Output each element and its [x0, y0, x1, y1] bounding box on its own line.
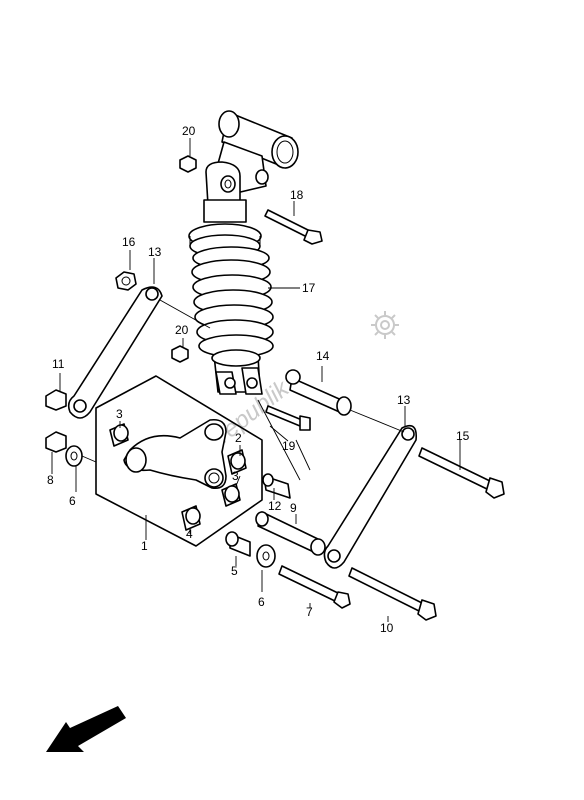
cushion-lever — [123, 418, 227, 490]
bearing-3-left — [109, 423, 129, 447]
callout-19: 19 — [282, 439, 296, 453]
callout-9: 9 — [290, 501, 297, 515]
callout-6: 6 — [69, 494, 76, 508]
bolt-upper — [264, 209, 323, 245]
callout-8: 8 — [47, 473, 54, 487]
tie-rod-left — [67, 286, 163, 419]
lever-assembly-box — [95, 375, 263, 547]
tie-rod-right — [323, 424, 418, 569]
callout-1: 1 — [141, 539, 148, 553]
callout-15: 15 — [456, 429, 470, 443]
callout-10: 10 — [380, 621, 394, 635]
washer-left — [65, 445, 83, 467]
spacer-9 — [255, 511, 326, 556]
callout-13: 13 — [148, 245, 162, 259]
callout-6: 6 — [258, 595, 265, 609]
leader-lines — [51, 138, 461, 622]
callout-17: 17 — [302, 281, 316, 295]
callout-2: 2 — [235, 431, 242, 445]
nut-16 — [115, 271, 137, 291]
callout-3: 3 — [232, 469, 239, 483]
spacer-12 — [262, 473, 291, 499]
callout-16: 16 — [122, 235, 136, 249]
bolt-7 — [278, 565, 351, 609]
callout-labels: 1 2 3 3 4 5 6 6 7 8 9 10 11 12 13 13 14 … — [47, 124, 470, 635]
bolt-10 — [348, 567, 437, 621]
arrow-down-left-icon — [46, 706, 126, 752]
spacer-14 — [285, 369, 352, 416]
callout-5: 5 — [231, 564, 238, 578]
callout-11: 11 — [52, 357, 65, 371]
shock-absorber — [188, 110, 299, 395]
nut-11 — [45, 389, 67, 411]
callout-20: 20 — [182, 124, 196, 138]
bearing-3-right — [227, 449, 247, 475]
gear-icon — [371, 311, 399, 339]
bearing-4 — [181, 505, 201, 531]
bolt-15 — [418, 447, 505, 499]
spacer-5 — [225, 531, 251, 557]
bearing-3-lower — [221, 483, 241, 507]
bolt-19 — [265, 405, 311, 431]
callout-14: 14 — [316, 349, 330, 363]
callout-20: 20 — [175, 323, 189, 337]
callout-3: 3 — [116, 407, 123, 421]
nut-8 — [45, 431, 67, 453]
callout-7: 7 — [306, 605, 313, 619]
nut-middle — [171, 345, 189, 363]
washer-right — [256, 544, 276, 568]
callout-18: 18 — [290, 188, 304, 202]
callout-12: 12 — [268, 499, 282, 513]
nut-top — [179, 155, 197, 173]
callout-13: 13 — [397, 393, 411, 407]
callout-4: 4 — [186, 527, 193, 541]
